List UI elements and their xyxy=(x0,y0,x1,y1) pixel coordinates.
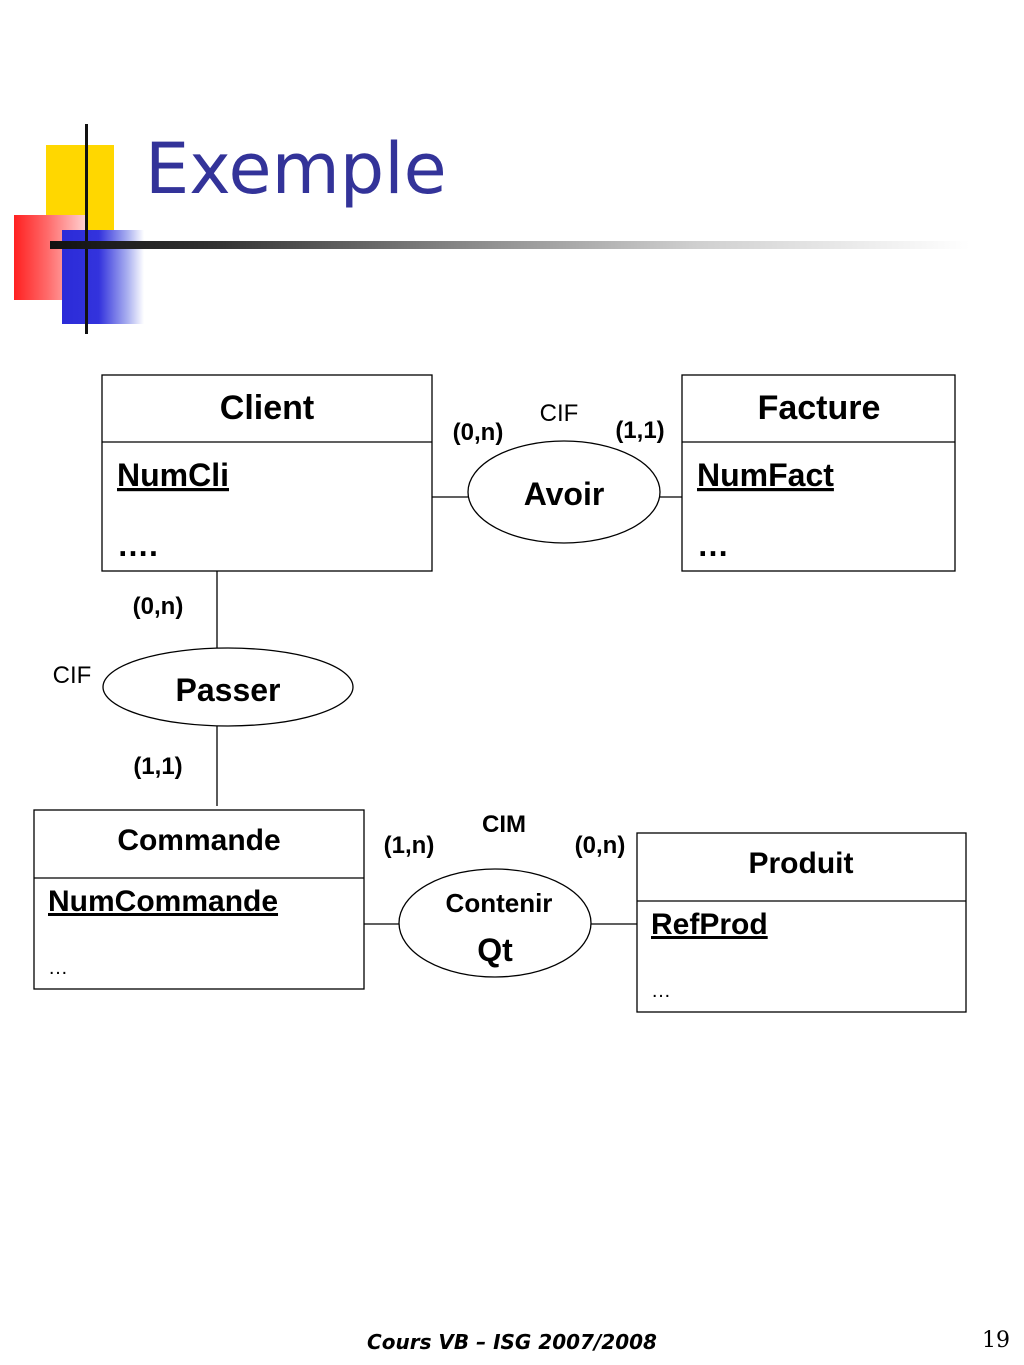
cardinality-client-avoir: (0,n) xyxy=(453,419,504,446)
entity-produit: Produit RefProd … xyxy=(636,832,967,1013)
entity-produit-more: … xyxy=(651,980,671,1002)
page-number: 19 xyxy=(982,1328,1010,1353)
association-passer: Passer CIF (0,n) (1,1) xyxy=(53,593,354,780)
entity-facture-key: NumFact xyxy=(697,457,834,493)
association-avoir-ellipse xyxy=(467,440,661,544)
entity-facture-more: … xyxy=(697,527,729,563)
association-passer-ellipse xyxy=(102,647,354,727)
cardinality-client-passer: (0,n) xyxy=(133,593,184,620)
cardinality-facture-avoir: (1,1) xyxy=(615,417,664,444)
cardinality-commande-contenir: (1,n) xyxy=(384,832,435,859)
association-avoir: Avoir CIF (0,n) (1,1) xyxy=(453,400,665,544)
entity-client-key: NumCli xyxy=(117,457,229,493)
slide-title: Exemple xyxy=(145,128,447,210)
entity-facture: Facture NumFact … xyxy=(681,374,956,572)
entity-commande-more: … xyxy=(48,957,68,979)
association-avoir-constraint: CIF xyxy=(540,400,579,427)
title-decoration-vertical-line xyxy=(85,124,88,334)
association-avoir-name: Avoir xyxy=(524,476,605,512)
entity-produit-box xyxy=(636,832,967,1013)
cardinality-produit-contenir: (0,n) xyxy=(575,832,626,859)
cardinality-commande-passer: (1,1) xyxy=(133,753,182,780)
entity-client-name: Client xyxy=(220,389,314,427)
entity-commande: Commande NumCommande … xyxy=(33,809,365,990)
entity-client: Client NumCli …. xyxy=(101,374,433,572)
entity-commande-name: Commande xyxy=(117,824,280,857)
entity-facture-name: Facture xyxy=(758,389,881,427)
association-contenir-attribute: Qt xyxy=(477,932,513,968)
entity-client-more: …. xyxy=(117,527,158,563)
entity-commande-key: NumCommande xyxy=(48,885,278,918)
entity-produit-key: RefProd xyxy=(651,908,768,941)
entity-produit-name: Produit xyxy=(749,847,854,880)
association-passer-constraint: CIF xyxy=(53,662,92,689)
entity-facture-box xyxy=(681,374,956,572)
association-contenir: Contenir Qt CIM (1,n) (0,n) xyxy=(384,811,626,978)
entity-client-box xyxy=(101,374,433,572)
entity-commande-box xyxy=(33,809,365,990)
association-passer-name: Passer xyxy=(176,672,281,708)
association-contenir-name: Contenir xyxy=(446,888,553,918)
association-contenir-ellipse xyxy=(398,868,592,978)
slide-footer: Cours VB – ISG 2007/2008 xyxy=(367,1330,657,1354)
association-contenir-constraint: CIM xyxy=(482,811,526,838)
title-decoration-horizontal-line xyxy=(50,241,970,249)
